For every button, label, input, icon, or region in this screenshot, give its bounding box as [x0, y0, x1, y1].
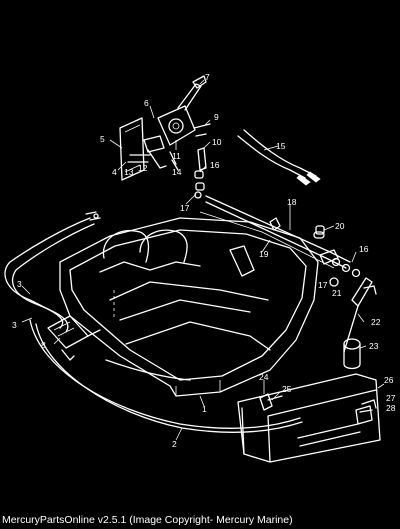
callout-28: 28 [386, 403, 396, 413]
steering-cable [199, 195, 361, 278]
callout-numbers: 7 6 9 5 10 11 4 13 12 14 15 16 17 18 20 … [12, 72, 396, 449]
callout-11: 11 [172, 151, 181, 161]
callout-8: 8 [41, 340, 46, 350]
callout-24: 24 [259, 372, 269, 382]
harness-8 [47, 315, 101, 361]
callout-2: 2 [172, 439, 177, 449]
callout-3-lower: 3 [12, 320, 17, 330]
callout-17-lower: 17 [318, 280, 328, 290]
callout-3-upper: 3 [17, 279, 22, 289]
callout-6: 6 [144, 98, 149, 108]
callout-15: 15 [276, 141, 286, 151]
cable-15 [237, 129, 321, 186]
callout-27: 27 [386, 393, 396, 403]
parts-diagram: 7 6 9 5 10 11 4 13 12 14 15 16 17 18 20 … [4, 72, 396, 463]
copyright-caption: MercuryPartsOnline v2.5.1 (Image Copyrig… [2, 514, 293, 526]
remote-control-assembly [119, 75, 211, 181]
leader-lines [21, 79, 385, 441]
callout-5: 5 [100, 134, 105, 144]
callout-23: 23 [369, 341, 379, 351]
vent-and-clips [259, 393, 377, 413]
callout-10: 10 [212, 137, 222, 147]
callout-18: 18 [287, 197, 297, 207]
callout-17-upper: 17 [180, 203, 190, 213]
callout-7: 7 [205, 72, 210, 82]
callout-16-upper: 16 [210, 160, 220, 170]
throttle-cables [4, 211, 101, 333]
callout-4: 4 [112, 167, 117, 177]
callout-26: 26 [384, 375, 394, 385]
callout-13: 13 [124, 167, 134, 177]
callout-25: 25 [282, 384, 292, 394]
fuel-fill-parts [315, 225, 377, 370]
fuel-tank [237, 373, 381, 463]
callout-1: 1 [202, 404, 207, 414]
callout-22: 22 [371, 317, 381, 327]
fasteners-upper [194, 170, 205, 199]
callout-21: 21 [332, 288, 342, 298]
cable-2 [29, 319, 303, 433]
console-body [59, 217, 319, 397]
callout-20: 20 [335, 221, 345, 231]
callout-19: 19 [259, 249, 269, 259]
callout-14: 14 [172, 167, 182, 177]
callout-9: 9 [214, 112, 219, 122]
callout-12: 12 [138, 163, 148, 173]
callout-16-lower: 16 [359, 244, 369, 254]
